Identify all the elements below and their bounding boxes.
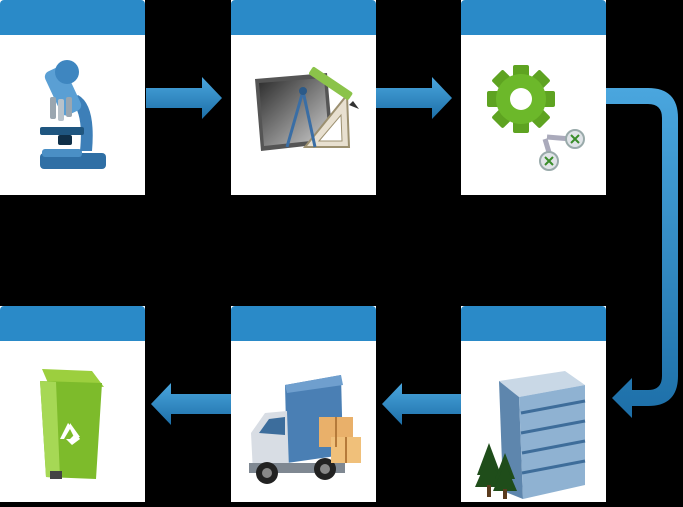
drafting-tools-icon [255,67,359,151]
stage-header-bar [461,0,606,35]
stage-header-bar [0,306,145,341]
arrow-design-to-manufacturing [376,77,452,119]
arrow-transport-to-disposal [151,383,231,425]
stage-header-bar [231,0,376,35]
stage-header-bar [231,306,376,341]
microscope-icon [40,60,106,169]
stage-transport-card [231,306,376,502]
stage-design-card [231,0,376,195]
stage-research-card [0,0,145,195]
arrow-manufacturing-to-distribution [606,88,678,418]
arrow-research-to-design [146,77,222,119]
stage-header-bar [0,0,145,35]
recycle-bin-icon [40,369,104,479]
stage-distribution-card [461,306,606,502]
stage-manufacturing-card [461,0,606,195]
gear-wrench-icon [487,65,585,171]
stage-header-bar [461,306,606,341]
delivery-truck-icon [249,375,361,484]
building-trees-icon [475,371,586,499]
arrow-distribution-to-transport [382,383,462,425]
stage-disposal-card [0,306,145,502]
